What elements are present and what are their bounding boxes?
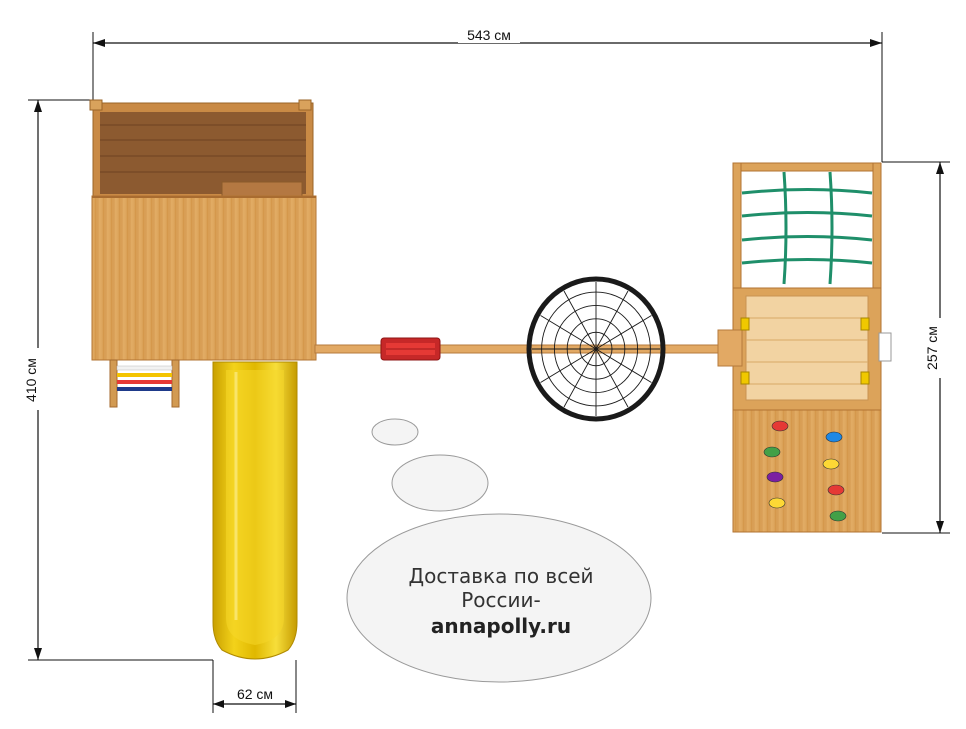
dimension-slide-width: 62 см — [212, 660, 297, 713]
nest-web-ring — [579, 331, 613, 367]
nest-web-strand — [540, 348, 597, 383]
tower-platform — [89, 99, 317, 361]
climbing-hold — [822, 458, 840, 470]
promo-bubble — [346, 513, 652, 683]
nest-web-strand — [563, 290, 597, 350]
ladder-icon — [109, 359, 180, 408]
climbing-hold — [771, 420, 789, 432]
nest-web-strand — [540, 315, 597, 350]
nest-web-ring — [553, 305, 639, 394]
climbing-hold — [766, 471, 784, 483]
climbing-hold — [827, 484, 845, 496]
dimension-climb-depth: 257 см — [882, 161, 950, 534]
total-width-label: 543 см — [467, 27, 511, 43]
climbing-wall-icon — [763, 420, 847, 522]
nest-web-strand — [595, 348, 652, 383]
nest-web-strand — [595, 348, 629, 408]
total-depth-label: 410 см — [23, 358, 39, 402]
dimension-total-width: 543 см — [28, 27, 883, 162]
baby-swing-icon — [380, 337, 441, 361]
promo-line-2: России- — [461, 588, 541, 612]
nest-swing-icon — [526, 276, 666, 422]
slide-width-label: 62 см — [237, 686, 273, 702]
rope-net-icon — [741, 171, 873, 285]
climbing-hold — [829, 510, 847, 522]
nest-web-strand — [595, 315, 652, 350]
climbing-block — [717, 162, 892, 533]
nest-web-strand — [595, 290, 629, 350]
promo-site-link[interactable]: annapolly.ru — [431, 614, 571, 638]
promo-line-1: Доставка по всей — [409, 564, 594, 588]
climb-depth-label: 257 см — [924, 326, 940, 370]
dimension-total-depth: 410 см — [22, 100, 213, 661]
nest-web-ring — [541, 291, 651, 407]
roof-boards — [100, 124, 306, 173]
nest-web-ring — [566, 318, 626, 380]
climbing-hold — [825, 431, 843, 443]
nest-web-strand — [563, 348, 597, 408]
climbing-hold — [763, 446, 781, 458]
slide-icon — [212, 361, 298, 660]
climbing-hold — [768, 497, 786, 509]
speech-bubbles: Доставка по всей России- annapolly.ru — [346, 418, 652, 683]
